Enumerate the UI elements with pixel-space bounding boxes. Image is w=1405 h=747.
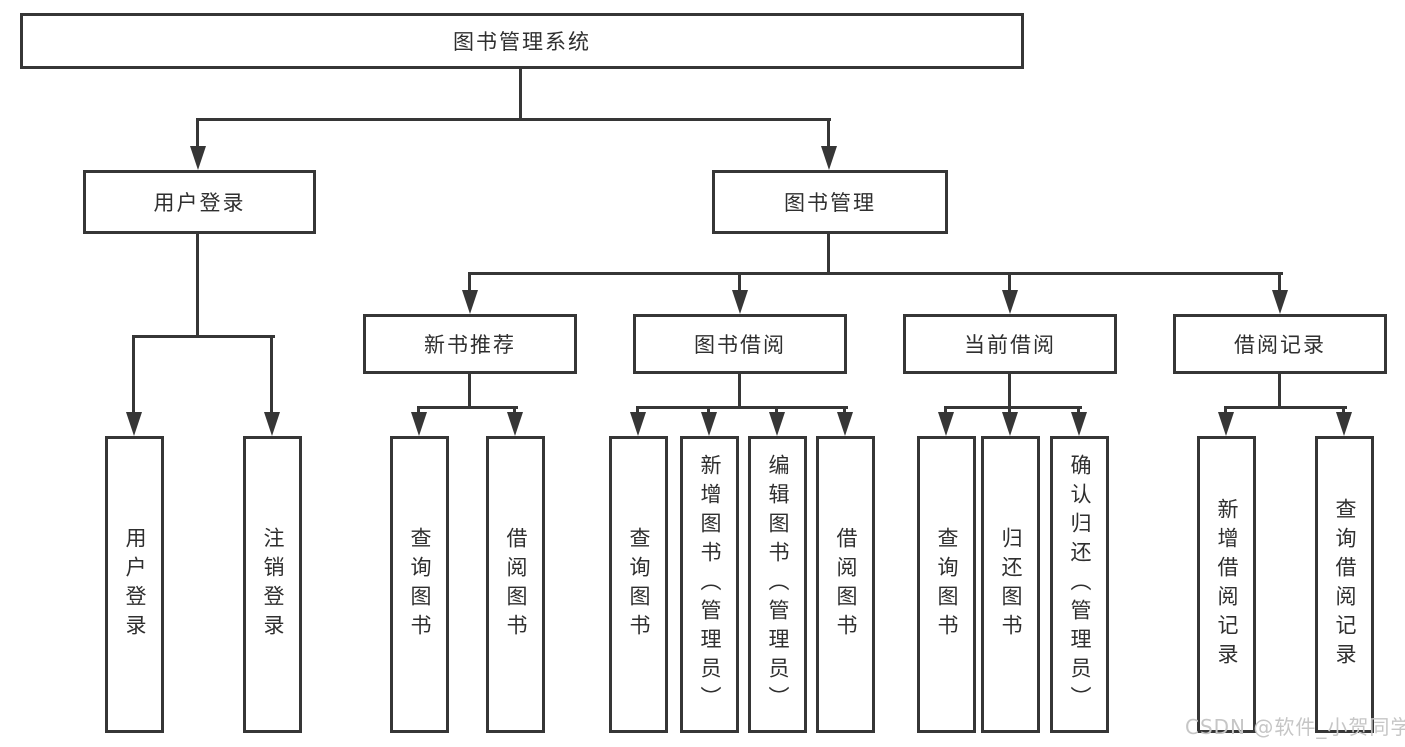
leaf-user-login-label: 用户登录 xyxy=(123,526,147,643)
arrow-shaft xyxy=(1077,406,1080,414)
leaf-add-book-admin-label: 新增图书（管理员） xyxy=(698,454,722,715)
node-borrow-records: 借阅记录 xyxy=(1173,314,1387,374)
arrow-shaft xyxy=(1342,406,1345,414)
arrow-shaft xyxy=(944,406,947,414)
arrow-shaft xyxy=(1008,406,1011,414)
leaf-borrow-books-1: 借阅图书 xyxy=(486,436,545,733)
arrow-down-icon xyxy=(821,146,837,170)
arrow-shaft xyxy=(707,406,710,414)
arrow-shaft xyxy=(132,335,135,412)
arrow-shaft xyxy=(468,272,471,290)
arrow-down-icon xyxy=(1071,412,1087,436)
connector-level2-rail xyxy=(196,118,831,121)
leaf-edit-book-admin-label: 编辑图书（管理员） xyxy=(766,454,790,715)
node-book-management: 图书管理 xyxy=(712,170,948,234)
arrow-shaft xyxy=(843,406,846,414)
arrow-down-icon xyxy=(507,412,523,436)
leaf-query-books-3: 查询图书 xyxy=(917,436,976,733)
arrow-shaft xyxy=(417,406,420,414)
connector-user-login-rail xyxy=(132,335,275,338)
node-book-management-label: 图书管理 xyxy=(784,191,876,215)
arrow-down-icon xyxy=(732,290,748,314)
node-new-book-recommend: 新书推荐 xyxy=(363,314,577,374)
arrow-shaft xyxy=(513,406,516,414)
node-user-login-label: 用户登录 xyxy=(153,191,246,215)
connector-rail xyxy=(944,406,1082,409)
arrow-down-icon xyxy=(1002,290,1018,314)
arrow-down-icon xyxy=(1218,412,1234,436)
connector-stub xyxy=(468,372,471,409)
arrow-down-icon xyxy=(938,412,954,436)
connector-root-stub xyxy=(519,68,522,120)
leaf-user-login: 用户登录 xyxy=(105,436,164,733)
leaf-return-book: 归还图书 xyxy=(981,436,1040,733)
leaf-logout: 注销登录 xyxy=(243,436,302,733)
connector-rail xyxy=(1224,406,1347,409)
arrow-down-icon xyxy=(769,412,785,436)
leaf-confirm-return-admin: 确认归还（管理员） xyxy=(1050,436,1109,733)
arrow-shaft xyxy=(196,118,199,146)
arrow-down-icon xyxy=(462,290,478,314)
leaf-add-borrow-record: 新增借阅记录 xyxy=(1197,436,1256,733)
connector-rail xyxy=(636,406,848,409)
connector-rail xyxy=(417,406,518,409)
arrow-down-icon xyxy=(264,412,280,436)
leaf-query-books-1: 查询图书 xyxy=(390,436,449,733)
node-book-borrow-label: 图书借阅 xyxy=(694,333,786,357)
arrow-down-icon xyxy=(1336,412,1352,436)
node-root: 图书管理系统 xyxy=(20,13,1024,69)
leaf-add-book-admin: 新增图书（管理员） xyxy=(680,436,739,733)
leaf-query-books-3-label: 查询图书 xyxy=(935,526,959,643)
node-new-book-recommend-label: 新书推荐 xyxy=(424,333,516,357)
leaf-query-books-1-label: 查询图书 xyxy=(408,526,432,643)
leaf-borrow-books-2: 借阅图书 xyxy=(816,436,875,733)
leaf-confirm-return-admin-label: 确认归还（管理员） xyxy=(1068,454,1092,715)
node-root-label: 图书管理系统 xyxy=(453,30,591,54)
arrow-shaft xyxy=(270,335,273,412)
leaf-query-books-2: 查询图书 xyxy=(609,436,668,733)
arrow-down-icon xyxy=(630,412,646,436)
leaf-edit-book-admin: 编辑图书（管理员） xyxy=(748,436,807,733)
arrow-shaft xyxy=(827,118,830,146)
leaf-add-borrow-record-label: 新增借阅记录 xyxy=(1215,497,1239,672)
arrow-shaft xyxy=(1008,272,1011,290)
arrow-down-icon xyxy=(126,412,142,436)
leaf-borrow-books-2-label: 借阅图书 xyxy=(834,526,858,643)
leaf-borrow-books-1-label: 借阅图书 xyxy=(504,526,528,643)
leaf-query-borrow-record-label: 查询借阅记录 xyxy=(1333,497,1357,672)
arrow-down-icon xyxy=(1002,412,1018,436)
arrow-down-icon xyxy=(190,146,206,170)
arrow-down-icon xyxy=(701,412,717,436)
connector-stub xyxy=(1008,372,1011,409)
connector-stub xyxy=(1278,372,1281,409)
connector-user-login-stub xyxy=(196,233,199,338)
leaf-return-book-label: 归还图书 xyxy=(999,526,1023,643)
arrow-shaft xyxy=(738,272,741,290)
arrow-shaft xyxy=(1278,272,1281,290)
arrow-shaft xyxy=(1224,406,1227,414)
node-current-borrow: 当前借阅 xyxy=(903,314,1117,374)
leaf-logout-label: 注销登录 xyxy=(261,526,285,643)
arrow-down-icon xyxy=(837,412,853,436)
connector-book-mgmt-stub xyxy=(827,233,830,275)
node-book-borrow: 图书借阅 xyxy=(633,314,847,374)
arrow-shaft xyxy=(636,406,639,414)
leaf-query-books-2-label: 查询图书 xyxy=(627,526,651,643)
connector-stub xyxy=(738,372,741,409)
arrow-down-icon xyxy=(411,412,427,436)
csdn-watermark: CSDN @软件_小贺同学 xyxy=(1185,715,1405,739)
arrow-shaft xyxy=(775,406,778,414)
node-current-borrow-label: 当前借阅 xyxy=(964,333,1056,357)
node-borrow-records-label: 借阅记录 xyxy=(1234,333,1326,357)
node-user-login: 用户登录 xyxy=(83,170,316,234)
arrow-down-icon xyxy=(1272,290,1288,314)
leaf-query-borrow-record: 查询借阅记录 xyxy=(1315,436,1374,733)
connector-level3-rail xyxy=(468,272,1283,275)
